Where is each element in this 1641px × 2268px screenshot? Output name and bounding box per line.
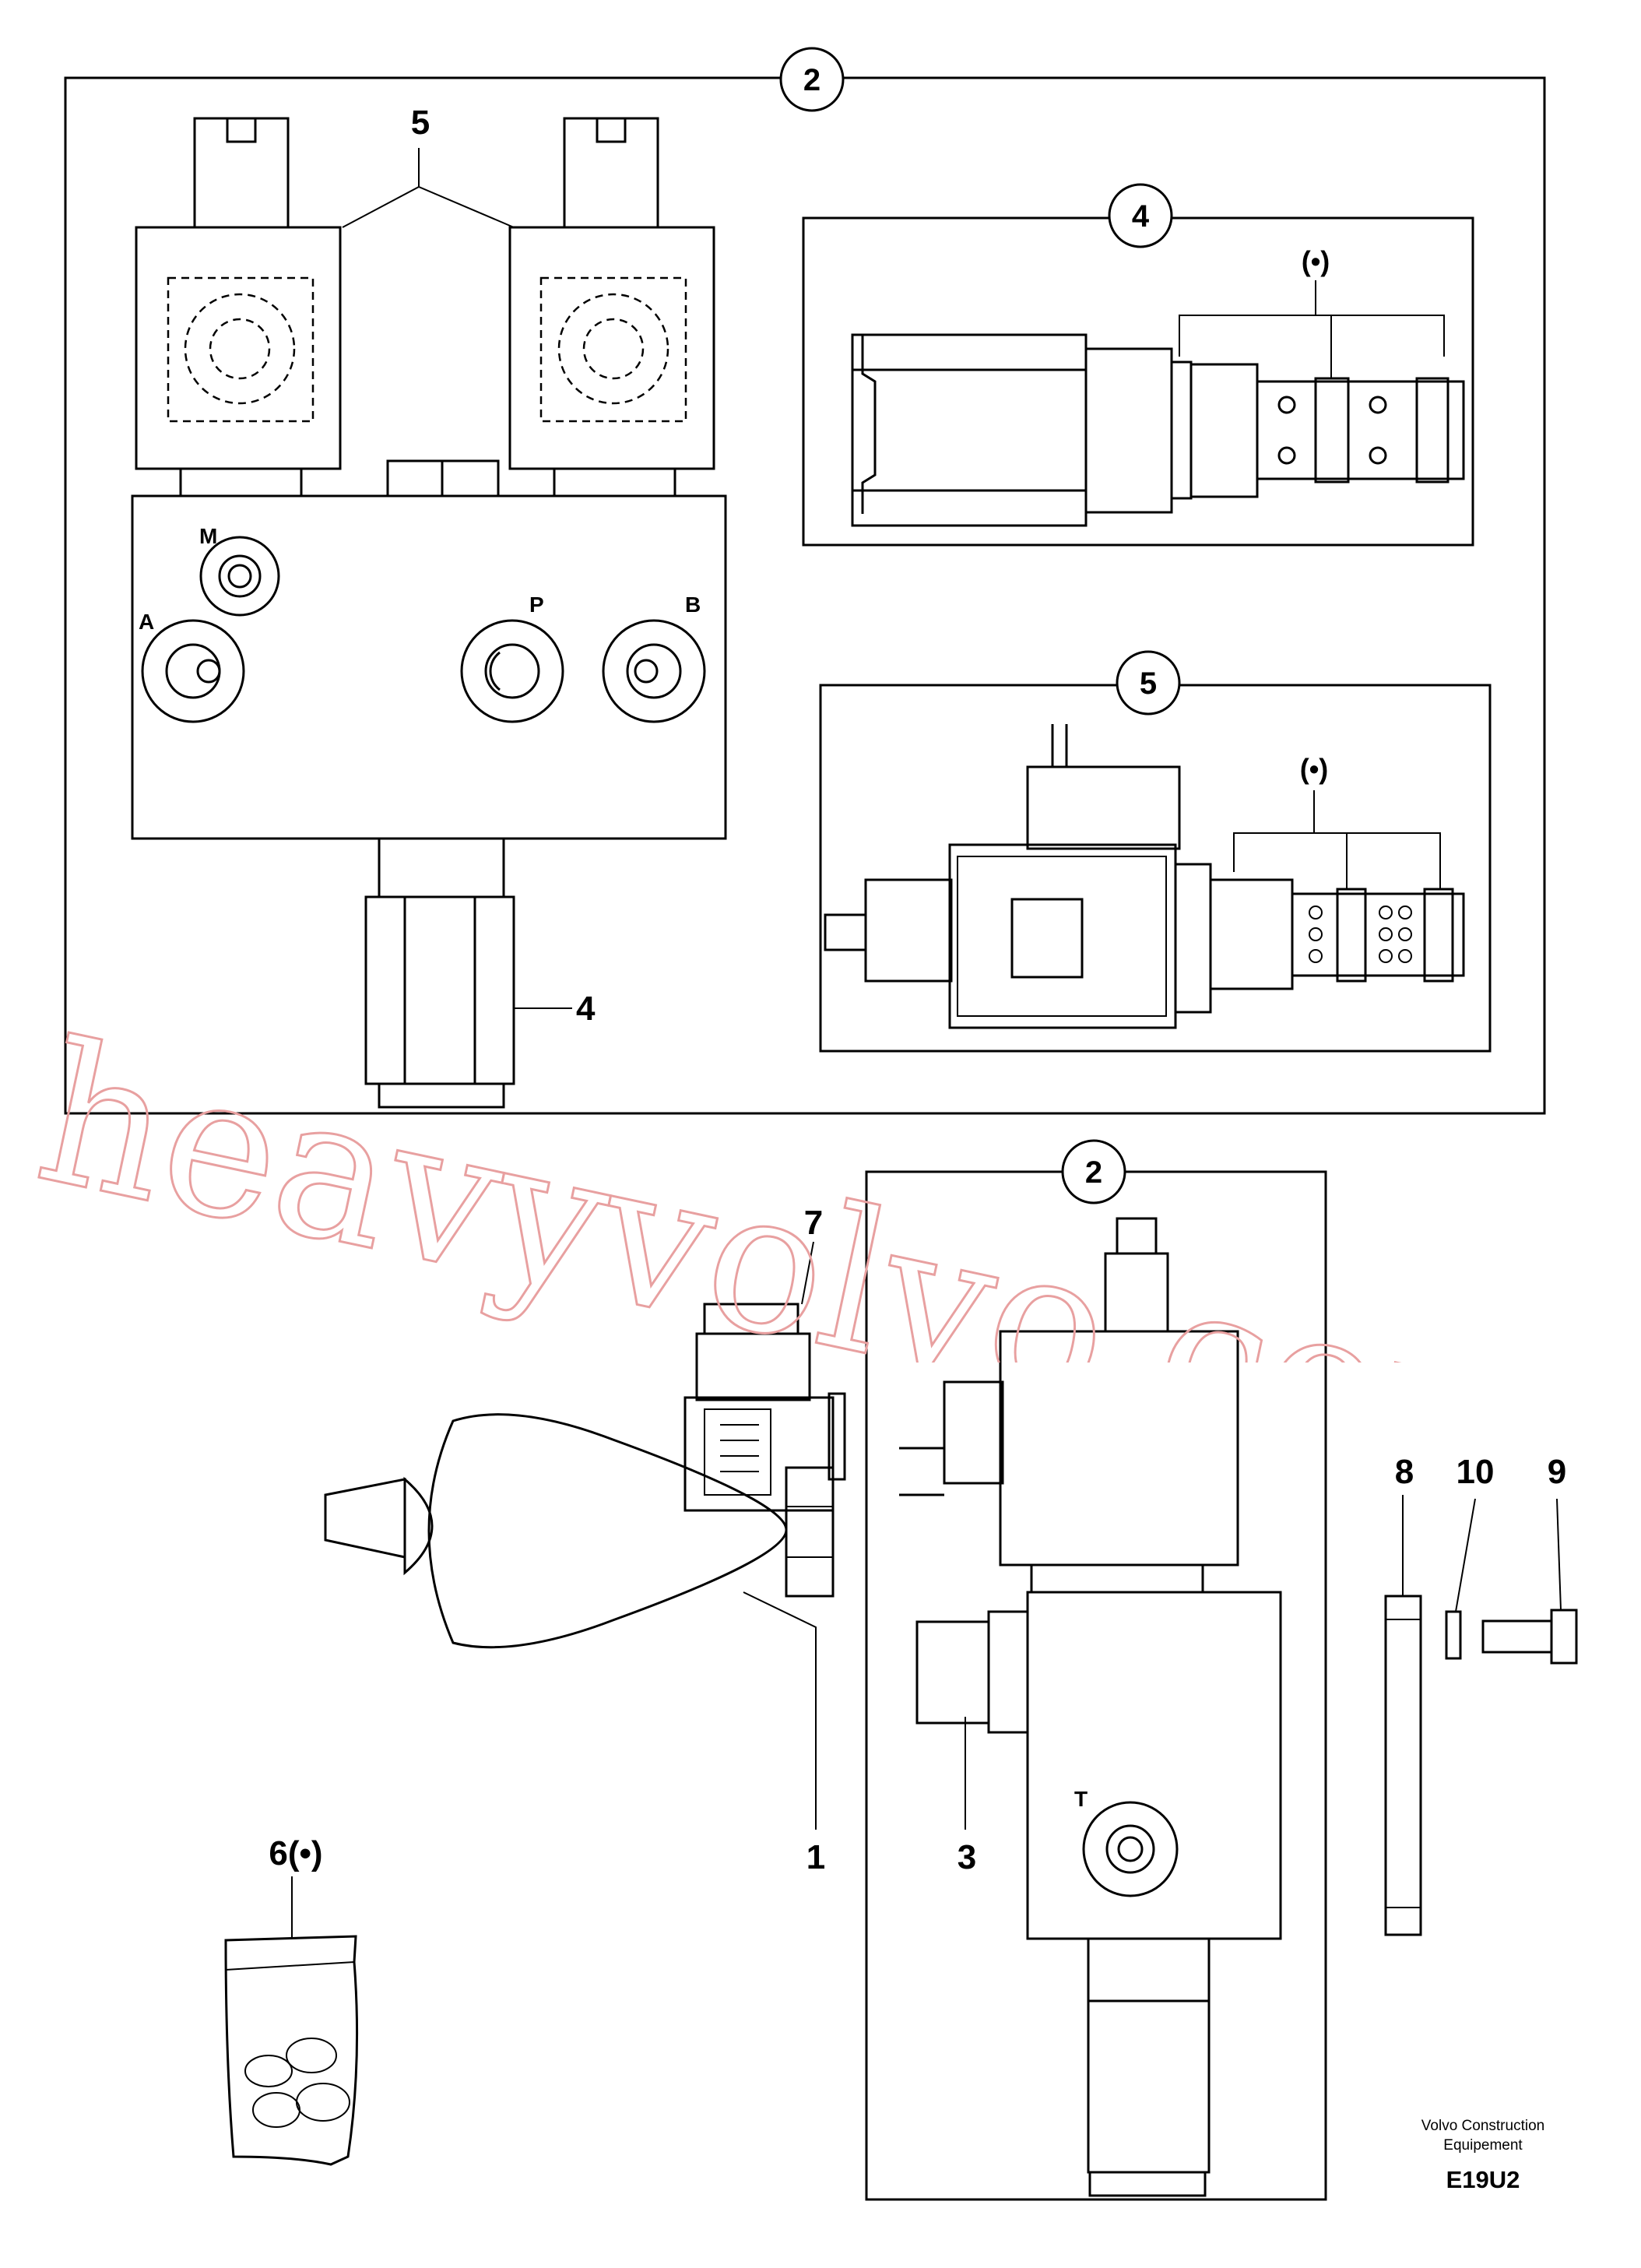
callout-number: 5 xyxy=(1140,666,1157,701)
part-label-9: 9 xyxy=(1548,1453,1566,1491)
solenoid-cartridge-drawing xyxy=(824,724,1465,1029)
credit-line-2: Equipement xyxy=(1443,2137,1523,2154)
main-assembly-frame xyxy=(64,76,1546,1115)
port-label-b: B xyxy=(685,592,701,617)
detail-frame-5 xyxy=(819,684,1492,1053)
port-label-t: T xyxy=(1074,1787,1088,1811)
washer xyxy=(1445,1610,1462,1660)
callout-circle-5: 5 xyxy=(1116,650,1181,716)
valve-block xyxy=(131,117,727,1109)
accumulator xyxy=(324,1413,835,1649)
bracket xyxy=(1384,1595,1422,1936)
callout-circle-lower: 2 xyxy=(1061,1139,1126,1204)
detail-5-marker: (•) xyxy=(1300,753,1329,785)
publisher-credit: Volvo Construction Equipement E19U2 xyxy=(1358,2116,1608,2194)
callout-number: 2 xyxy=(803,63,820,97)
part-label-6: 6(•) xyxy=(269,1834,322,1872)
part-label-5: 5 xyxy=(411,104,430,142)
port-label-p: P xyxy=(529,592,544,617)
seal-kit-bag xyxy=(224,1935,359,2166)
callout-circle-4: 4 xyxy=(1108,183,1173,248)
screw xyxy=(1481,1609,1578,1665)
part-label-8: 8 xyxy=(1395,1453,1414,1491)
port-label-a: A xyxy=(139,610,154,634)
lower-assembly-frame xyxy=(865,1170,1327,2201)
connector-plug xyxy=(683,1303,846,1512)
callout-number: 4 xyxy=(1132,199,1150,234)
part-label-10: 10 xyxy=(1457,1453,1495,1491)
callout-circle-main: 2 xyxy=(779,47,845,112)
lower-valve-assembly xyxy=(899,1217,1282,2197)
credit-line-1: Volvo Construction xyxy=(1421,2118,1545,2134)
callout-number: 2 xyxy=(1085,1155,1102,1190)
figure-code: E19U2 xyxy=(1446,2166,1520,2193)
port-label-m: M xyxy=(199,524,217,548)
part-label-4: 4 xyxy=(576,990,596,1028)
relief-cartridge-drawing xyxy=(851,333,1465,527)
part-label-7: 7 xyxy=(804,1204,823,1242)
part-label-1: 1 xyxy=(806,1838,825,1876)
detail-4-marker: (•) xyxy=(1302,245,1330,277)
part-label-3: 3 xyxy=(958,1838,976,1876)
